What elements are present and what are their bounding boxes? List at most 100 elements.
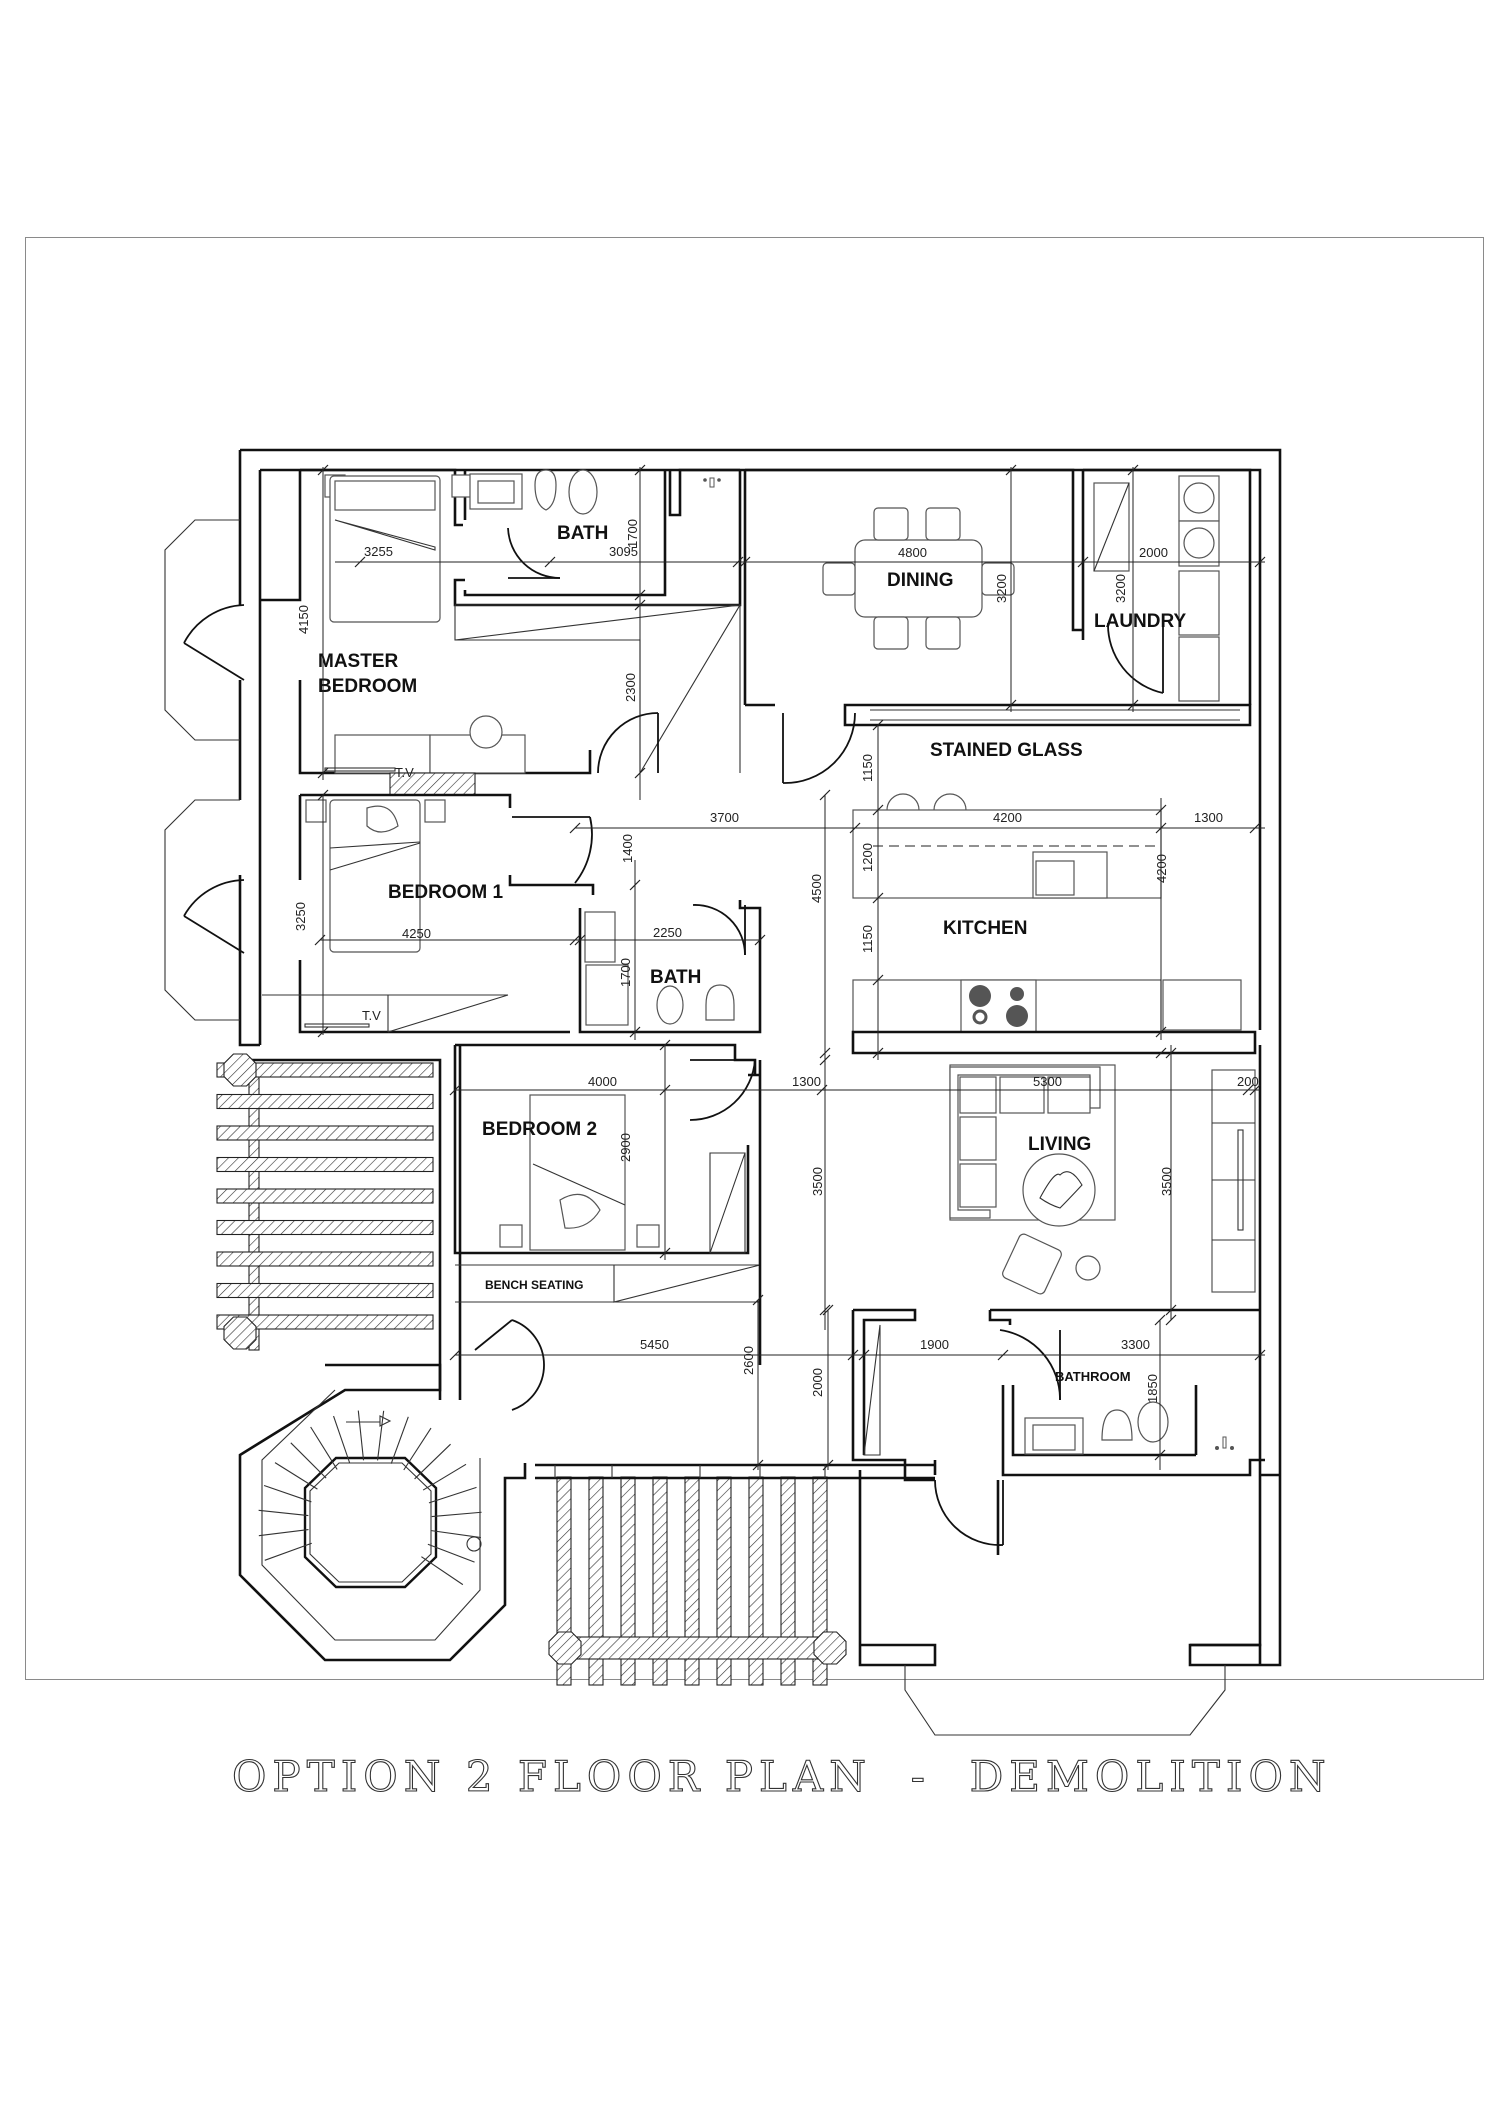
pergola-slat xyxy=(216,1282,434,1299)
kitchen: STAINED GLASS KITCHEN xyxy=(851,740,1257,1055)
dimension-tick xyxy=(449,1084,461,1096)
dimension-tick xyxy=(847,1349,859,1361)
door-leaf xyxy=(474,1319,513,1351)
room-label-stained-glass: STAINED GLASS xyxy=(930,740,1083,761)
stair-tread xyxy=(431,1511,482,1518)
pergola-slat xyxy=(216,1314,434,1330)
dim-living-depth: 3500 xyxy=(1159,1167,1174,1196)
dim-entry-width: 5450 xyxy=(640,1337,669,1352)
stair-tread xyxy=(263,1485,312,1503)
stair-tread xyxy=(258,1529,309,1537)
door-leaf xyxy=(183,915,245,954)
pergola-left xyxy=(216,1053,434,1351)
door-swing-arc xyxy=(507,527,561,579)
dimension-tick xyxy=(1165,1304,1177,1316)
pergola-bottom xyxy=(535,1463,935,1686)
pergola-slat xyxy=(216,1251,434,1267)
dimension-tick xyxy=(569,934,581,946)
dimension-tick xyxy=(544,556,556,568)
dim-kitchen-side: 1300 xyxy=(1194,810,1223,825)
dimension-tick xyxy=(659,1247,671,1259)
stair-tread xyxy=(264,1542,312,1561)
stair-tread xyxy=(333,1415,351,1464)
stair-tread xyxy=(258,1509,309,1517)
dim-laundry-width: 2000 xyxy=(1139,545,1168,560)
dimension-tick xyxy=(317,789,329,801)
dimension-tick xyxy=(1127,699,1139,711)
dim-dining-width: 4800 xyxy=(898,545,927,560)
door-swing-arc xyxy=(999,1329,1061,1401)
door-swing-arc xyxy=(782,712,856,784)
dimension-tick xyxy=(354,556,366,568)
stair-tread xyxy=(427,1543,475,1563)
room-label-bathroom: BATHROOM xyxy=(1055,1369,1131,1384)
dimension-tick xyxy=(822,1459,834,1471)
dimension-tick xyxy=(858,1349,870,1361)
room-label-master-line2: BEDROOM xyxy=(318,676,417,697)
dim-master-bath-width: 3095 xyxy=(609,544,638,559)
stair-tread xyxy=(357,1410,365,1461)
living-room: LIVING xyxy=(949,1064,1256,1295)
dimension-tick xyxy=(739,556,751,568)
door-swing-arc xyxy=(934,1479,1004,1546)
dim-corridor-width: 3700 xyxy=(710,810,739,825)
master-bedroom xyxy=(260,468,742,796)
pergola-beam xyxy=(559,1636,833,1660)
pergola-post xyxy=(223,1316,257,1350)
dimension-tick xyxy=(849,822,861,834)
dimension-tick xyxy=(819,789,831,801)
dimension-lines xyxy=(314,464,1266,1471)
door-swing-arc xyxy=(597,712,659,774)
dim-dining-depth: 3200 xyxy=(994,574,1009,603)
dim-bath2-width: 2250 xyxy=(653,925,682,940)
pergola-slat xyxy=(216,1062,434,1078)
dim-wardrobe-depth: 2300 xyxy=(623,673,638,702)
dimension-tick xyxy=(1154,1449,1166,1461)
stair-tread xyxy=(403,1427,432,1471)
drawing-title: OPTION 2 FLOOR PLAN - DEMOLITION xyxy=(231,1751,1332,1801)
bathroom: BATHROOM xyxy=(1024,1369,1234,1455)
dim-lobby-depth: 2000 xyxy=(810,1368,825,1397)
dim-kitchen-depth: 4200 xyxy=(1154,854,1169,883)
dim-entry-depth: 2600 xyxy=(741,1346,756,1375)
door-leaf xyxy=(183,642,245,681)
room-label-bedroom-2: BEDROOM 2 xyxy=(482,1119,597,1140)
dimension-tick xyxy=(629,1026,641,1038)
pergola-slat xyxy=(216,1125,434,1141)
dimension-tick xyxy=(1127,464,1139,476)
pergola-slat xyxy=(216,1188,434,1204)
stair-tread xyxy=(390,1416,409,1464)
dimension-tick xyxy=(317,767,329,779)
dim-corridor-depth: 1400 xyxy=(620,834,635,863)
dimension-tick xyxy=(1155,804,1167,816)
dim-bedroom2-depth: 2900 xyxy=(618,1133,633,1162)
dim-tv-unit-depth: 200 xyxy=(1237,1074,1259,1089)
pergola-post xyxy=(548,1631,582,1665)
dimension-tick xyxy=(1249,1084,1261,1096)
dimension-tick xyxy=(629,879,641,891)
dimension-tick xyxy=(317,464,329,476)
dimension-tick xyxy=(449,1349,461,1361)
dimension-tick xyxy=(872,804,884,816)
pergola-post xyxy=(223,1053,257,1087)
dimension-tick xyxy=(997,1349,1009,1361)
laundry: LAUNDRY xyxy=(1093,475,1220,702)
dim-bedroom1-depth: 3250 xyxy=(293,902,308,931)
dimension-tick xyxy=(1165,1047,1177,1059)
dimension-tick xyxy=(1165,1314,1177,1326)
dimension-tick xyxy=(872,1047,884,1059)
dimension-tick xyxy=(1242,1084,1254,1096)
pergola-beam xyxy=(248,1069,260,1351)
dimension-tick xyxy=(754,934,766,946)
door-swing-arc xyxy=(183,879,245,917)
dimension-tick xyxy=(659,1039,671,1051)
dim-bathroom-depth: 1850 xyxy=(1145,1374,1160,1403)
stair-tread xyxy=(431,1530,481,1539)
stair-tread xyxy=(377,1410,385,1461)
dim-kitchen-width: 4200 xyxy=(993,810,1022,825)
dimension-tick xyxy=(752,1294,764,1306)
dimension-tick xyxy=(574,934,586,946)
dimension-tick xyxy=(634,589,646,601)
dim-stained-glass-depth: 1150 xyxy=(860,754,875,782)
